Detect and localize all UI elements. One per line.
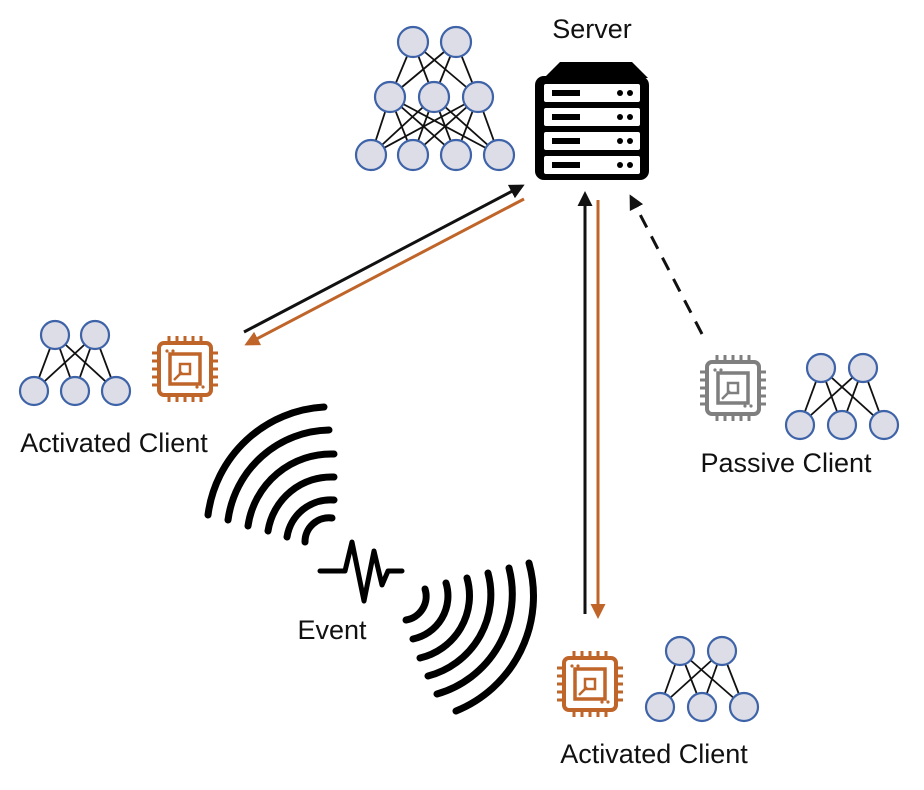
nn-node	[18, 375, 50, 407]
server-neural-network-icon	[354, 25, 516, 172]
passive-dashed-arrow	[629, 194, 704, 335]
nn-node	[59, 375, 91, 407]
passive-client-neural-network-icon	[784, 352, 900, 441]
event-label: Event	[297, 615, 367, 645]
nn-node	[439, 25, 473, 59]
nn-node	[100, 375, 132, 407]
nn-node	[396, 138, 430, 172]
nn-node	[826, 409, 858, 441]
nn-node	[728, 691, 760, 723]
server-label: Server	[552, 14, 632, 44]
left-client-neural-network-icon	[18, 319, 132, 407]
nn-node	[373, 80, 407, 114]
nn-node	[39, 319, 71, 351]
server-icon	[535, 62, 649, 180]
nn-node	[439, 138, 473, 172]
nn-node	[847, 352, 879, 384]
nn-node	[784, 409, 816, 441]
pulse-icon	[317, 539, 405, 604]
passive-client-chip-icon	[700, 355, 766, 421]
nn-node	[664, 635, 696, 667]
download-arrow-left	[244, 197, 525, 346]
signal-waves-icon	[204, 403, 537, 715]
nn-node	[644, 691, 676, 723]
passive-client-label: Passive Client	[700, 448, 872, 478]
bottom-client-neural-network-icon	[644, 635, 760, 723]
left-client-label: Activated Client	[20, 428, 208, 458]
nn-node	[79, 319, 111, 351]
nn-node	[354, 138, 388, 172]
upload-arrow-left	[243, 184, 525, 334]
nn-node	[805, 352, 837, 384]
nn-node	[482, 138, 516, 172]
bottom-client-label: Activated Client	[560, 739, 748, 769]
nn-node	[396, 25, 430, 59]
bottom-client-chip-icon	[557, 651, 623, 717]
nn-node	[417, 80, 451, 114]
nn-node	[706, 635, 738, 667]
nn-node	[868, 409, 900, 441]
nn-node	[461, 80, 495, 114]
nn-node	[686, 691, 718, 723]
left-client-chip-icon	[152, 336, 218, 402]
